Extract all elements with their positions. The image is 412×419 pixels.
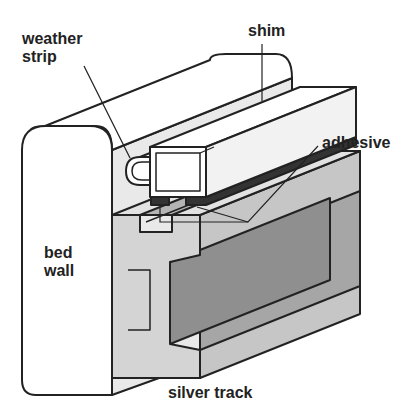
part-label: weather strip [22,30,82,66]
part-label: bed wall [44,244,74,280]
bed-wall-front [22,126,112,395]
adhesive-strip [151,197,169,205]
track-front [112,215,200,378]
leader-line [197,207,248,222]
part-label: adhesive [322,134,390,152]
part-label: shim [248,22,285,40]
leader-line [84,66,130,158]
part-label: silver track [168,384,253,402]
leader-line [160,146,318,222]
leader-line [261,44,262,101]
weather-strip-end [126,157,152,185]
shim-front [150,147,206,197]
